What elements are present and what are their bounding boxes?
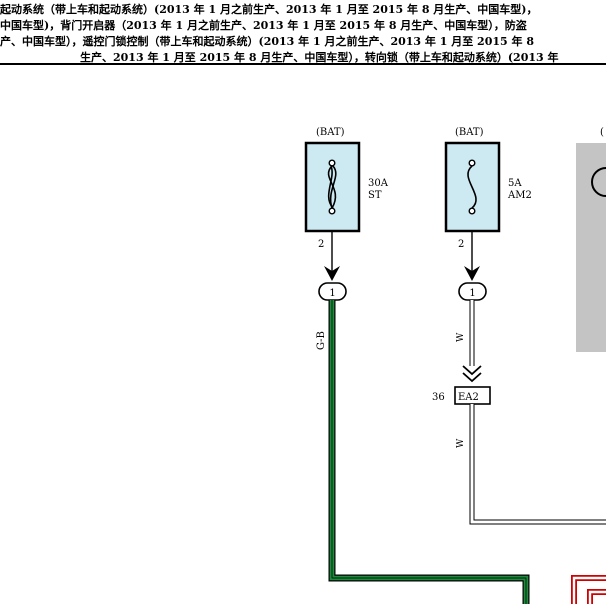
header-line-4: 生产、2013 年 1 月至 2015 年 8 月生产、中国车型），转向锁（带上… xyxy=(80,51,559,64)
wire-w-lower-label: W xyxy=(456,438,466,448)
fuse-st-source-label: (BAT) xyxy=(316,127,345,138)
fuse-am2-name: AM2 xyxy=(507,190,532,201)
fuse-st-pin: 2 xyxy=(318,239,324,250)
fuse-am2-arrow xyxy=(464,266,480,281)
wire-g-b xyxy=(328,300,530,604)
fuse-st-rating: 30A xyxy=(368,178,389,189)
fuse-am2-symbol xyxy=(467,159,477,215)
wire-w-lower xyxy=(469,404,606,525)
header-line-3: 产、中国车型），遥控门锁控制（带上车和起动系统）(2013 年 1 月之前生产、… xyxy=(0,35,534,48)
fuse-st-connector-number: 1 xyxy=(329,288,335,299)
fuse-am2-pin: 2 xyxy=(458,239,464,250)
wire-g-b-label: G-B xyxy=(316,331,327,350)
connector-ea2-chevrons xyxy=(462,365,482,383)
fuse-st-arrow xyxy=(324,266,340,281)
fuse-am2-source-label: (BAT) xyxy=(455,127,484,138)
header-rule xyxy=(0,63,606,65)
header-line-2: 中国车型)，背门开启器（2013 年 1 月之前生产、2013 年 1 月至 2… xyxy=(0,19,527,32)
connector-ea2-pin: 36 xyxy=(432,392,445,403)
partial-component-label: ( xyxy=(600,127,604,138)
partial-component-symbol xyxy=(591,167,606,197)
wire-w-upper-label: W xyxy=(456,332,466,342)
fuse-st-name: ST xyxy=(368,190,382,201)
header-line-1: 起动系统（带上车和起动系统）(2013 年 1 月之前生产、2013 年 1 月… xyxy=(0,3,538,16)
partial-component-block xyxy=(576,143,606,352)
fuse-st-symbol xyxy=(327,159,337,215)
fuse-am2-rating: 5A xyxy=(508,178,522,189)
fuse-am2-connector-number: 1 xyxy=(469,288,475,299)
connector-ea2-label: EA2 xyxy=(458,392,479,403)
wire-red-partial xyxy=(571,575,606,604)
